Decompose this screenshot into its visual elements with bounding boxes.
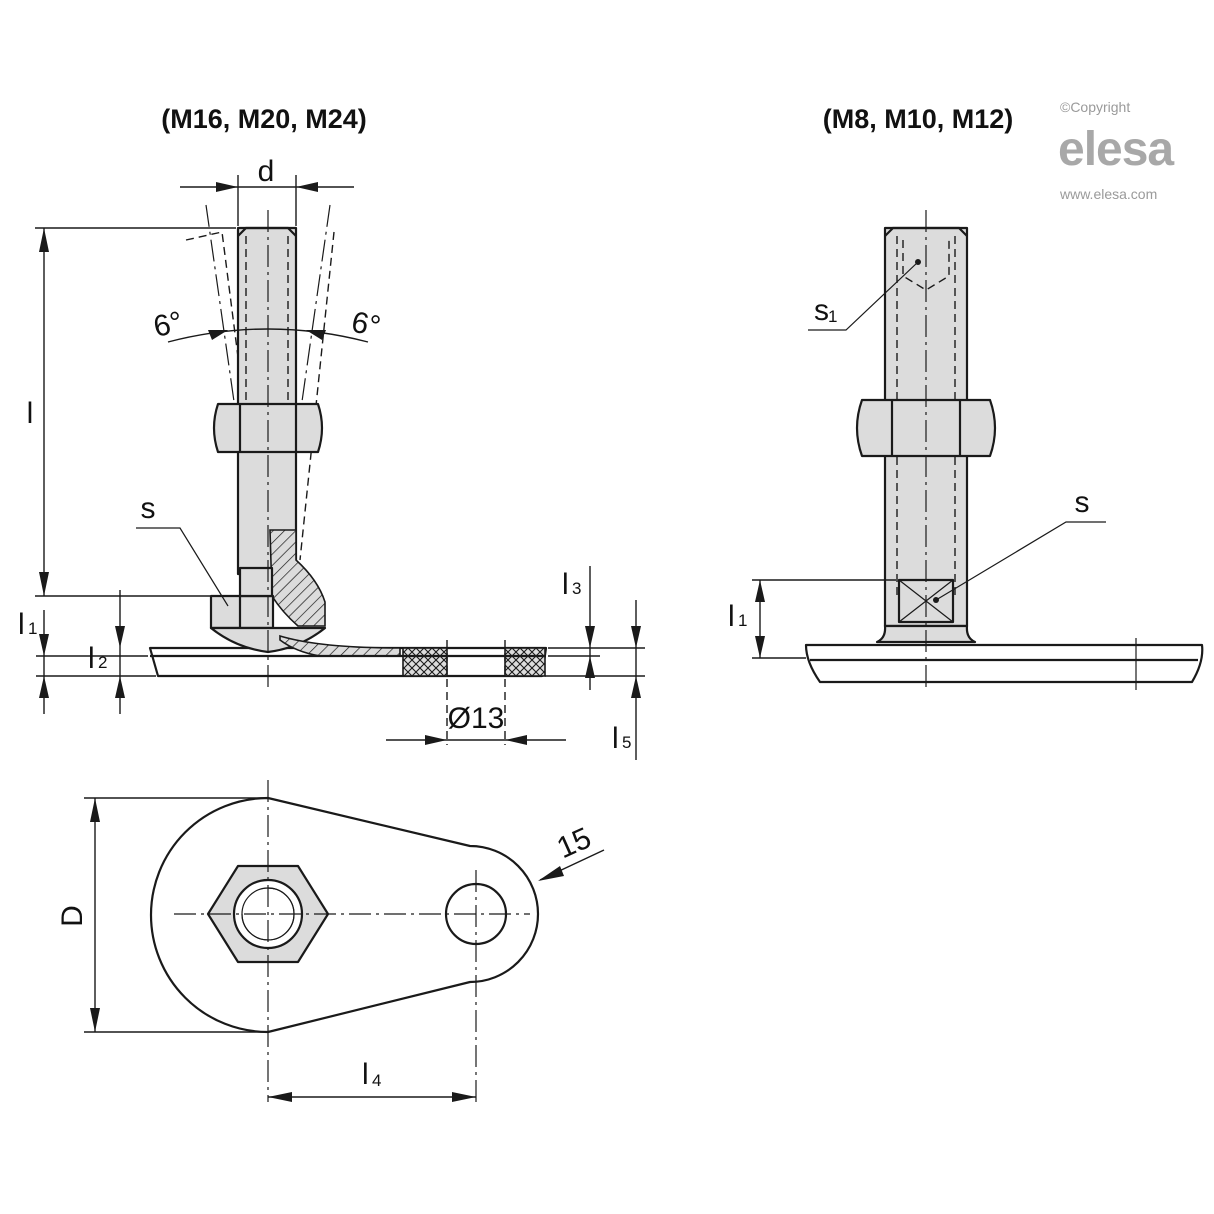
dim-l1-arrow-bottom (115, 676, 125, 698)
label-l4: l (362, 1058, 369, 1091)
label-l2-sub: 2 (98, 653, 107, 672)
label-s-left: s (141, 492, 156, 525)
leader-s1-dot (915, 259, 921, 265)
dim-l3-arrow-top (585, 626, 595, 648)
rubber-pad-right (504, 647, 546, 677)
dim-D-arrow-bottom (90, 1008, 100, 1032)
top-stud-thread (241, 887, 295, 941)
brand-wordmark: elesa (1058, 123, 1174, 176)
dim-hole-arrow-right (505, 735, 527, 745)
dim-d-arrow-right (296, 182, 318, 192)
label-D: D (56, 905, 89, 927)
threaded-stud (236, 226, 298, 576)
teardrop-plate (149, 796, 540, 1034)
angle-arc (167, 328, 369, 343)
top-view: D l 4 15 (56, 780, 605, 1102)
label-l1-right-sub: 1 (738, 611, 747, 630)
label-l4-sub: 4 (372, 1071, 381, 1090)
label-s1: s (814, 294, 829, 327)
left-view: d l 6° 6° s l 1 l 2 (18, 155, 645, 760)
dim-l1-right-arrow-top (755, 580, 765, 602)
dim-D-arrow-top (90, 798, 100, 822)
label-l3: l (562, 568, 569, 601)
angle-arrow-right (306, 330, 326, 340)
dim-d-arrow-left (216, 182, 238, 192)
leader-s-right-dot (933, 597, 939, 603)
right-view-title: (M8, M10, M12) (823, 104, 1014, 134)
right-view: s 1 s l 1 (728, 210, 1204, 690)
label-l1-right: l (728, 600, 735, 633)
stud-neck (238, 566, 274, 598)
brand-url: www.elesa.com (1059, 186, 1157, 202)
label-d: d (258, 155, 275, 188)
label-angle-left: 6° (151, 306, 186, 344)
angle-arrow-left (208, 330, 228, 340)
dim-l3-arrow-bottom (585, 656, 595, 678)
stud-chamfer (237, 226, 297, 237)
dim-l5-arrow-top (631, 626, 641, 648)
dim-l1b-arrow-top (39, 634, 49, 656)
dim-hole-arrow-left (425, 735, 447, 745)
label-l3-sub: 3 (572, 579, 581, 598)
dim-l1b-arrow-bottom (39, 676, 49, 698)
leader-s-right (935, 521, 1106, 601)
label-l5: l (612, 722, 619, 755)
label-l2: l (88, 642, 95, 675)
ball-joint-section (269, 529, 326, 627)
label-angle-right: 6° (349, 306, 384, 344)
dim-radius-arrow (538, 866, 564, 881)
label-l1-left-sub: 1 (28, 619, 37, 638)
dim-l-arrow-top (39, 228, 49, 252)
label-l5-sub: 5 (622, 733, 631, 752)
tilt-phantom-right (299, 231, 335, 561)
dim-l1-right-arrow-bottom (755, 636, 765, 658)
dim-l4-arrow-left (268, 1092, 292, 1102)
elesa-logo: ©Copyright elesa www.elesa.com (1058, 99, 1175, 202)
left-view-title: (M16, M20, M24) (161, 104, 367, 134)
label-l: l (27, 397, 34, 430)
dim-l-arrow-bottom (39, 572, 49, 596)
label-s1-sub: 1 (828, 307, 837, 326)
copyright-text: ©Copyright (1060, 99, 1130, 115)
label-l1-left: l (18, 608, 25, 641)
base-hex (209, 594, 275, 630)
label-hole-dia: Ø13 (448, 702, 505, 735)
leader-s-left (136, 527, 229, 607)
rubber-pad-left (402, 647, 448, 677)
label-s-right: s (1075, 486, 1090, 519)
label-radius: 15 (552, 821, 596, 865)
dim-l4-arrow-right (452, 1092, 476, 1102)
dim-l5-arrow-bottom (631, 676, 641, 698)
plate-hatch-strip (279, 634, 401, 657)
leader-s1 (808, 261, 919, 331)
dim-l1-arrow-top (115, 626, 125, 648)
base-plate-right (804, 643, 1204, 684)
